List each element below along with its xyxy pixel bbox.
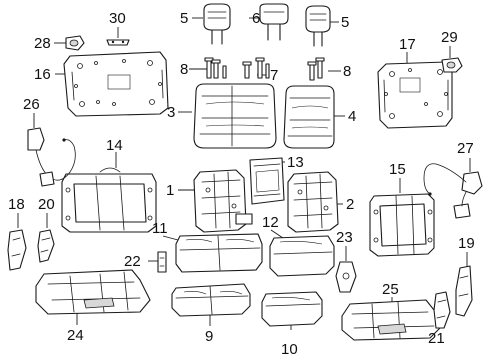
part-17-rear-panel bbox=[377, 61, 453, 129]
part-5-headrest-left bbox=[203, 3, 231, 45]
part-5-headrest-right bbox=[305, 5, 331, 47]
part-2-seatback-frame bbox=[287, 171, 339, 233]
callout-22: 22 bbox=[124, 253, 141, 270]
part-21-side-bracket bbox=[433, 291, 451, 329]
callout-15: 15 bbox=[389, 161, 406, 178]
callout-30: 30 bbox=[109, 10, 126, 27]
part-10-cushion-frame bbox=[261, 291, 323, 327]
part-6-headrest-center bbox=[259, 3, 289, 41]
part-25-seat-frame bbox=[341, 299, 441, 341]
part-27-latch-cable bbox=[423, 163, 483, 219]
part-11-seat-cushion bbox=[175, 233, 263, 273]
part-18-side-trim bbox=[7, 229, 27, 271]
part-20-side-trim bbox=[37, 229, 55, 263]
part-15-frame bbox=[369, 193, 435, 257]
part-16-rear-panel bbox=[63, 51, 169, 117]
part-1-seatback-frame bbox=[193, 169, 253, 233]
part-9-cushion-frame bbox=[171, 283, 251, 317]
callout-labels: 30 28 16 5 6 5 8 7 8 17 29 3 4 26 14 13 … bbox=[8, 10, 475, 358]
callout-12: 12 bbox=[262, 214, 279, 231]
part-23-hinge bbox=[335, 261, 357, 293]
callout-29: 29 bbox=[441, 29, 458, 46]
callout-8-right: 8 bbox=[343, 63, 351, 80]
callout-6: 6 bbox=[252, 10, 260, 27]
callout-23: 23 bbox=[336, 229, 353, 246]
callout-4: 4 bbox=[348, 108, 356, 125]
callout-19: 19 bbox=[458, 235, 475, 252]
part-7-guides-center bbox=[242, 57, 270, 79]
part-19-side-trim bbox=[455, 265, 473, 317]
part-29-clip bbox=[441, 57, 463, 73]
part-24-seat-frame bbox=[35, 269, 151, 315]
part-22-bracket bbox=[157, 251, 167, 273]
callout-11: 11 bbox=[152, 220, 168, 237]
part-12-seat-cushion bbox=[269, 235, 335, 277]
callout-18: 18 bbox=[8, 196, 25, 213]
callout-10: 10 bbox=[281, 341, 298, 358]
callout-5-right: 5 bbox=[341, 14, 349, 31]
callout-21: 21 bbox=[428, 330, 445, 347]
part-8-guides-right bbox=[307, 57, 325, 81]
callout-2: 2 bbox=[346, 196, 354, 213]
callout-7: 7 bbox=[270, 67, 278, 84]
part-8-guides-left bbox=[204, 57, 227, 79]
callout-28: 28 bbox=[34, 35, 51, 52]
part-30-clip bbox=[106, 39, 130, 46]
part-26-latch-cable bbox=[27, 127, 76, 187]
callout-3: 3 bbox=[167, 104, 175, 121]
callout-20: 20 bbox=[38, 196, 55, 213]
callout-16: 16 bbox=[34, 66, 51, 83]
callout-9: 9 bbox=[205, 328, 213, 345]
callout-24: 24 bbox=[67, 327, 84, 344]
part-14-frame bbox=[61, 167, 157, 233]
part-3-seat-back bbox=[193, 83, 277, 149]
callout-1: 1 bbox=[166, 182, 174, 199]
callout-26: 26 bbox=[23, 96, 40, 113]
part-28-grommet bbox=[65, 35, 85, 51]
part-4-seat-back bbox=[283, 85, 335, 149]
callout-5-left: 5 bbox=[180, 10, 188, 27]
callout-17: 17 bbox=[399, 36, 416, 53]
callout-27: 27 bbox=[457, 140, 474, 157]
callout-8-left: 8 bbox=[180, 61, 188, 78]
callout-13: 13 bbox=[287, 154, 304, 171]
callout-25: 25 bbox=[382, 281, 399, 298]
part-13-armrest bbox=[249, 157, 285, 205]
callout-14: 14 bbox=[106, 137, 123, 154]
